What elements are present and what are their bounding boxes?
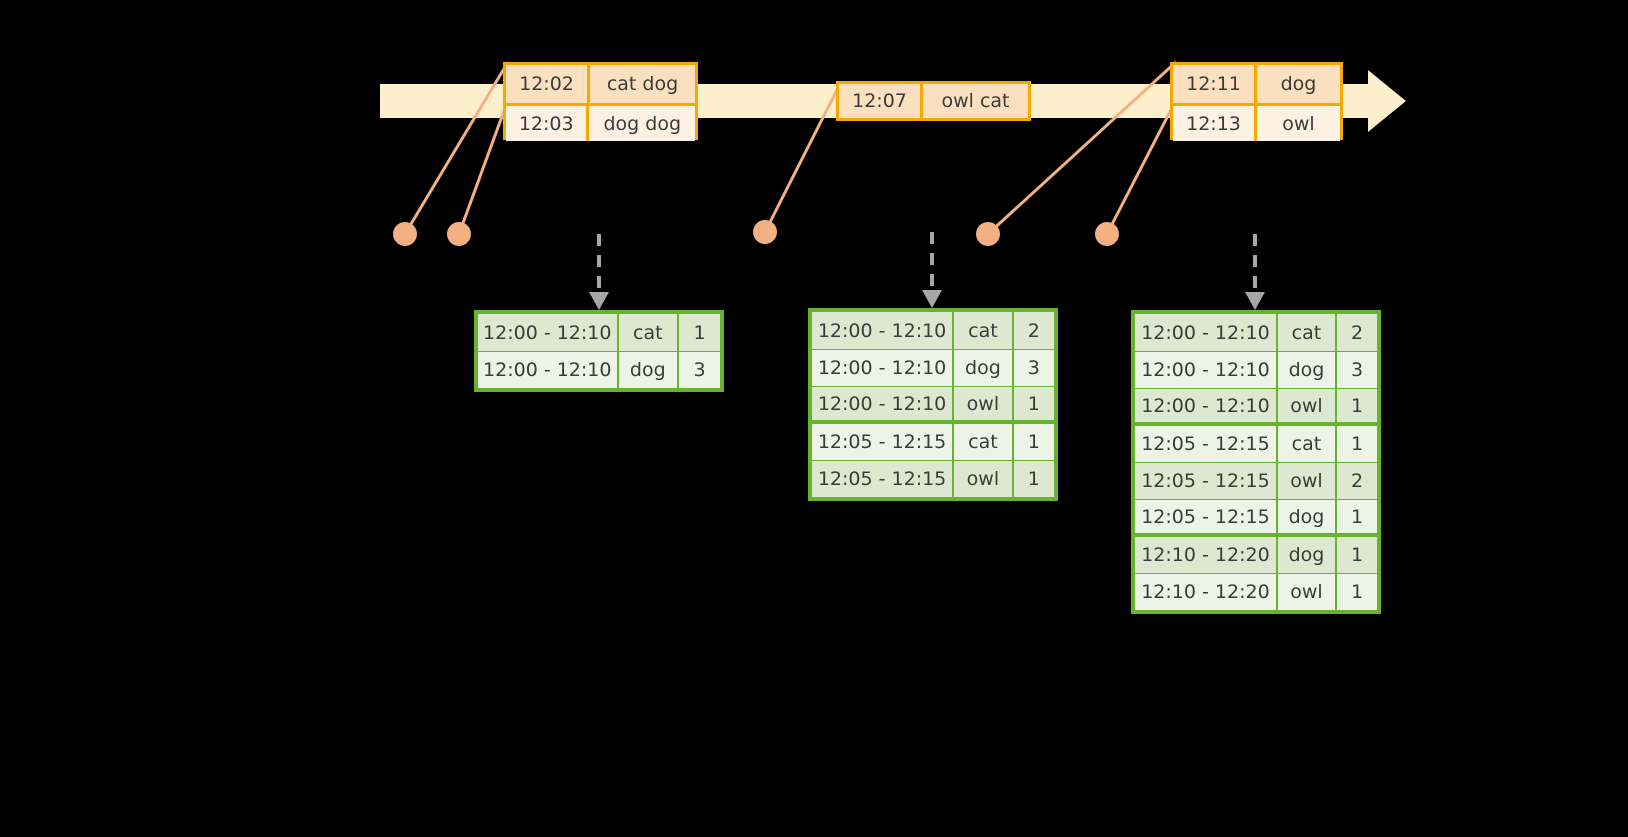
event-row[interactable]: 12:07 owl cat bbox=[839, 84, 1028, 118]
cell-word: dog bbox=[1278, 500, 1338, 533]
event-words: dog dog bbox=[603, 112, 681, 135]
cell-count: 1 bbox=[1350, 433, 1364, 455]
event-words: owl bbox=[1282, 112, 1315, 135]
event-row[interactable]: 12:13 owl bbox=[1173, 103, 1340, 141]
event-row[interactable]: 12:11 dog bbox=[1173, 65, 1340, 103]
cell-count: 1 bbox=[1027, 431, 1040, 453]
timeline-arrowhead-icon bbox=[1368, 70, 1406, 132]
cell-word: owl bbox=[954, 461, 1014, 497]
cell-window: 12:05 - 12:15 bbox=[1135, 500, 1278, 533]
event-time: 12:11 bbox=[1173, 65, 1257, 103]
event-words: owl cat bbox=[941, 90, 1010, 112]
cell-word: cat bbox=[1278, 426, 1338, 462]
cell-window: 12:00 - 12:10 bbox=[1135, 314, 1278, 351]
event-row[interactable]: 12:03 dog dog bbox=[506, 103, 695, 141]
cell-word: owl bbox=[954, 387, 1014, 420]
cell-count: 2 bbox=[1350, 321, 1364, 344]
cell-word: owl bbox=[1278, 463, 1338, 499]
cell-word: dog bbox=[954, 350, 1014, 386]
cell-window: 12:00 - 12:10 bbox=[478, 352, 619, 388]
cell-window: 12:05 - 12:15 bbox=[1135, 463, 1278, 499]
cell-window: 12:10 - 12:20 bbox=[1135, 537, 1278, 573]
event-words: dog bbox=[1280, 73, 1317, 95]
event-marker-dot[interactable] bbox=[753, 220, 777, 244]
cell-count: 2 bbox=[1350, 470, 1364, 492]
cell-window: 12:00 - 12:10 bbox=[812, 350, 955, 386]
cell-count: 1 bbox=[1350, 544, 1364, 566]
event-card-group-1[interactable]: 12:02 cat dog 12:03 dog dog bbox=[503, 62, 698, 141]
cell-count: 1 bbox=[1350, 505, 1364, 528]
event-marker-dot[interactable] bbox=[447, 222, 471, 246]
cell-count: 3 bbox=[693, 359, 706, 381]
event-marker-dot[interactable] bbox=[1095, 222, 1119, 246]
cell-count: 1 bbox=[1027, 468, 1040, 490]
cell-count: 3 bbox=[1350, 359, 1364, 381]
cell-count: 1 bbox=[693, 321, 706, 344]
cell-window: 12:05 - 12:15 bbox=[812, 424, 955, 460]
cell-word: cat bbox=[1278, 314, 1338, 351]
cell-window: 12:00 - 12:10 bbox=[478, 314, 619, 351]
cell-window: 12:00 - 12:10 bbox=[812, 387, 955, 420]
cell-count: 1 bbox=[1027, 392, 1040, 415]
cell-window: 12:05 - 12:15 bbox=[812, 461, 955, 497]
event-time: 12:02 bbox=[506, 65, 590, 103]
cell-word: dog bbox=[1278, 537, 1338, 573]
cell-word: cat bbox=[954, 312, 1014, 349]
event-marker-dot[interactable] bbox=[976, 222, 1000, 246]
cell-count: 3 bbox=[1027, 357, 1040, 379]
cell-word: cat bbox=[954, 424, 1014, 460]
cell-word: owl bbox=[1278, 574, 1338, 610]
cell-window: 12:00 - 12:10 bbox=[1135, 389, 1278, 422]
cell-window: 12:10 - 12:20 bbox=[1135, 574, 1278, 610]
event-card-group-3[interactable]: 12:11 dog 12:13 owl bbox=[1170, 62, 1343, 141]
event-card-group-2[interactable]: 12:07 owl cat bbox=[836, 81, 1031, 121]
event-row[interactable]: 12:02 cat dog bbox=[506, 65, 695, 103]
event-words: cat dog bbox=[606, 73, 679, 95]
cell-word: cat bbox=[619, 314, 680, 351]
event-time: 12:07 bbox=[839, 84, 923, 118]
event-time: 12:13 bbox=[1173, 106, 1257, 141]
cell-word: owl bbox=[1278, 389, 1338, 422]
cell-window: 12:05 - 12:15 bbox=[1135, 426, 1278, 462]
cell-count: 1 bbox=[1350, 394, 1364, 417]
cell-word: dog bbox=[619, 352, 680, 388]
cell-count: 1 bbox=[1350, 581, 1364, 603]
cell-window: 12:00 - 12:10 bbox=[812, 312, 955, 349]
cell-count: 2 bbox=[1027, 319, 1040, 342]
cell-word: dog bbox=[1278, 352, 1338, 388]
event-time: 12:03 bbox=[506, 106, 590, 141]
cell-window: 12:00 - 12:10 bbox=[1135, 352, 1278, 388]
event-marker-dot[interactable] bbox=[393, 222, 417, 246]
